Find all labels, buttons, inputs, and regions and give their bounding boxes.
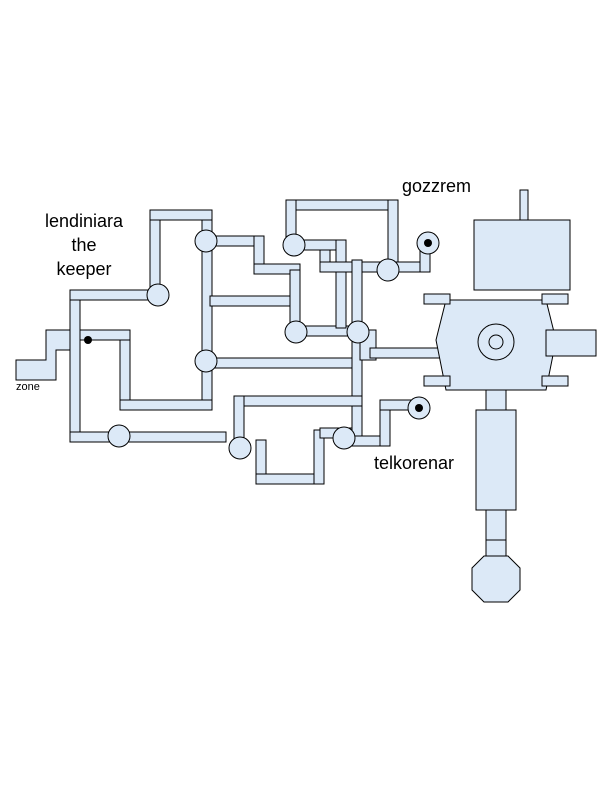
telkorenar-marker [415,404,423,412]
gozzrem-marker [424,239,432,247]
map-markers [84,239,432,412]
label-zone: zone [16,381,40,393]
map-labels: lendiniara the keeper gozzrem telkorenar… [16,176,471,473]
label-lendiniara-1: lendiniara [45,211,124,231]
lendiniara-marker [84,336,92,344]
map-junctions [107,229,515,460]
label-lendiniara-3: keeper [56,259,111,279]
label-gozzrem: gozzrem [402,176,471,196]
label-lendiniara-2: the [71,235,96,255]
map-corridors [15,189,597,603]
label-telkorenar: telkorenar [374,453,454,473]
